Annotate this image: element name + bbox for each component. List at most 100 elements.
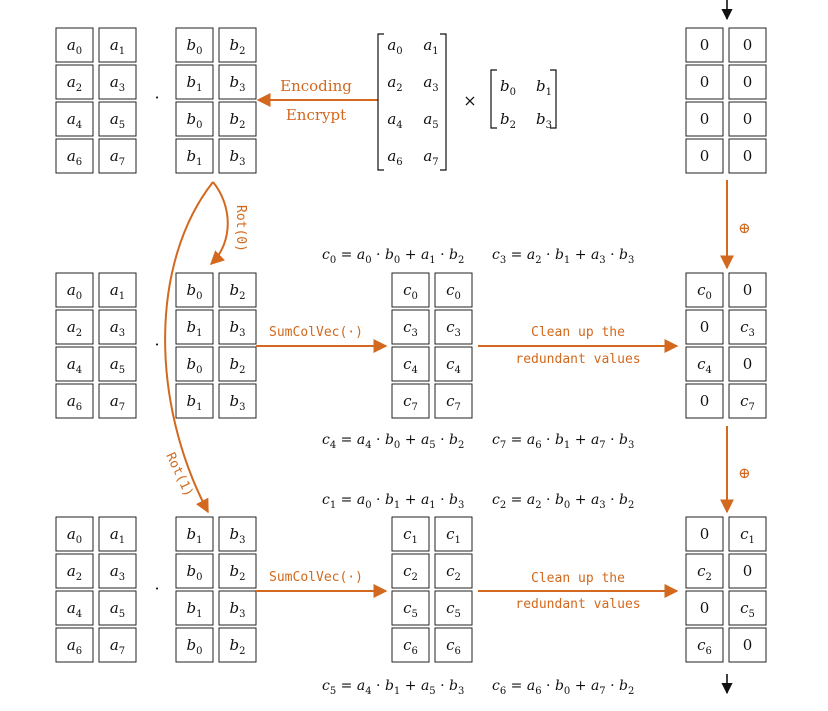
sumcol-label-row2: SumColVec(·) — [269, 325, 363, 340]
grid-cell-value: c1​ — [446, 525, 461, 546]
grid-cell — [55, 553, 94, 589]
vector-a-row3: a0​a1​a2​a3​a4​a5​a6​a7​ — [55, 516, 137, 663]
grid-cell-value: c4​ — [446, 355, 461, 376]
grid-cell-value: a5​ — [110, 110, 125, 131]
grid-cell — [728, 64, 767, 100]
grid-cell — [434, 272, 473, 308]
grid-cell — [175, 590, 214, 626]
grid-cell — [391, 383, 430, 419]
grid-cell — [98, 101, 137, 137]
times-operator: × — [463, 91, 476, 110]
grid-cell — [98, 346, 137, 382]
matrix-b-entry: b0​ — [500, 77, 516, 98]
equation-c2: c2​ = a2​ · b0​ + a3​ · b2​ — [492, 492, 634, 511]
grid-cell — [728, 516, 767, 552]
grid-cell — [98, 383, 137, 419]
grid-cell — [685, 138, 724, 174]
grid-cell-value: a1​ — [110, 281, 125, 302]
matrix-a-entry: a5​ — [423, 110, 438, 131]
grid-cell-value: c2​ — [446, 562, 461, 583]
grid-cell — [391, 627, 430, 663]
grid-cell — [98, 516, 137, 552]
grid-cell — [434, 590, 473, 626]
equation-c0: c0​ = a0​ · b0​ + a1​ · b2​ — [322, 247, 464, 266]
grid-cell — [55, 309, 94, 345]
grid-cell-value: a2​ — [67, 73, 82, 94]
grid-cell-value: c4​ — [697, 355, 712, 376]
grid-cell — [175, 309, 214, 345]
rot1-arrow — [164, 181, 214, 514]
grid-cell — [434, 627, 473, 663]
grid-cell — [685, 590, 724, 626]
grid-cell — [434, 309, 473, 345]
grid-cell-value: a3​ — [110, 318, 125, 339]
grid-cell-value: b1​ — [187, 147, 203, 168]
grid-cell — [55, 516, 94, 552]
grid-cell — [55, 627, 94, 663]
grid-cell — [98, 553, 137, 589]
grid-cell-value: b0​ — [187, 110, 203, 131]
grid-cell-value: 0 — [700, 599, 710, 617]
grid-cell-value: a6​ — [67, 636, 82, 657]
grid-cell — [175, 627, 214, 663]
grid-cell-value: c1​ — [740, 525, 755, 546]
grid-cell-value: a4​ — [67, 599, 82, 620]
grid-cell-value: a3​ — [110, 73, 125, 94]
grid-cell-value: c5​ — [740, 599, 755, 620]
cleanup-label1-row3: Clean up the — [531, 571, 625, 586]
grid-cell — [728, 27, 767, 63]
grid-cell — [175, 553, 214, 589]
grid-cell-value: a0​ — [67, 36, 82, 57]
grid-cell — [434, 516, 473, 552]
grid-cell-value: c0​ — [446, 281, 461, 302]
grid-cell — [218, 64, 257, 100]
grid-cell-value: b0​ — [187, 636, 203, 657]
grid-cell-value: b2​ — [230, 636, 246, 657]
dot-operator-top: · — [154, 88, 159, 107]
grid-cell — [98, 27, 137, 63]
grid-cell-value: 0 — [743, 147, 753, 165]
grid-cell — [55, 383, 94, 419]
grid-cell-value: c2​ — [403, 562, 418, 583]
grid-cell-value: b2​ — [230, 355, 246, 376]
grid-cell-value: b3​ — [230, 73, 246, 94]
oplus-symbol-1: ⊕ — [738, 219, 751, 237]
grid-cell — [55, 138, 94, 174]
grid-cell — [218, 309, 257, 345]
grid-cell — [728, 383, 767, 419]
matrix-a-entry: a6​ — [387, 147, 402, 168]
grid-cell-value: a6​ — [67, 147, 82, 168]
cleanup-label1-row2: Clean up the — [531, 325, 625, 340]
grid-cell — [98, 309, 137, 345]
grid-cell — [391, 346, 430, 382]
grid-cell-value: a1​ — [110, 525, 125, 546]
matrix-b: b0​b1​b2​b3​ — [490, 69, 557, 131]
equation-c1: c1​ = a0​ · b1​ + a1​ · b3​ — [322, 492, 464, 511]
grid-cell — [55, 346, 94, 382]
rot0-arrow — [209, 181, 229, 265]
sumcol-label-row3: SumColVec(·) — [269, 570, 363, 585]
grid-cell — [391, 590, 430, 626]
grid-cell-value: c4​ — [403, 355, 418, 376]
matrix-a: a0​a1​a2​a3​a4​a5​a6​a7​ — [377, 33, 447, 171]
grid-cell — [685, 64, 724, 100]
grid-cell-value: c5​ — [403, 599, 418, 620]
equation-c5: c5​ = a4​ · b1​ + a5​ · b3​ — [322, 678, 464, 697]
grid-cell — [175, 138, 214, 174]
grid-cell-value: b1​ — [187, 318, 203, 339]
grid-cell — [728, 138, 767, 174]
cleanup-label2-row3: redundant values — [515, 597, 640, 612]
grid-cell — [218, 516, 257, 552]
grid-cell-value: 0 — [700, 147, 710, 165]
vector-b-rot0: b0​b2​b1​b3​b0​b2​b1​b3​ — [175, 272, 257, 419]
grid-cell — [685, 309, 724, 345]
matrix-a-entry: a7​ — [423, 147, 438, 168]
matrix-a-entry: a0​ — [387, 36, 402, 57]
grid-cell-value: c1​ — [403, 525, 418, 546]
grid-cell — [391, 309, 430, 345]
grid-cell — [685, 27, 724, 63]
sumcol-vector-row2: c0​c0​c3​c3​c4​c4​c7​c7​ — [391, 272, 473, 419]
dot-operator-row2: · — [154, 335, 159, 354]
